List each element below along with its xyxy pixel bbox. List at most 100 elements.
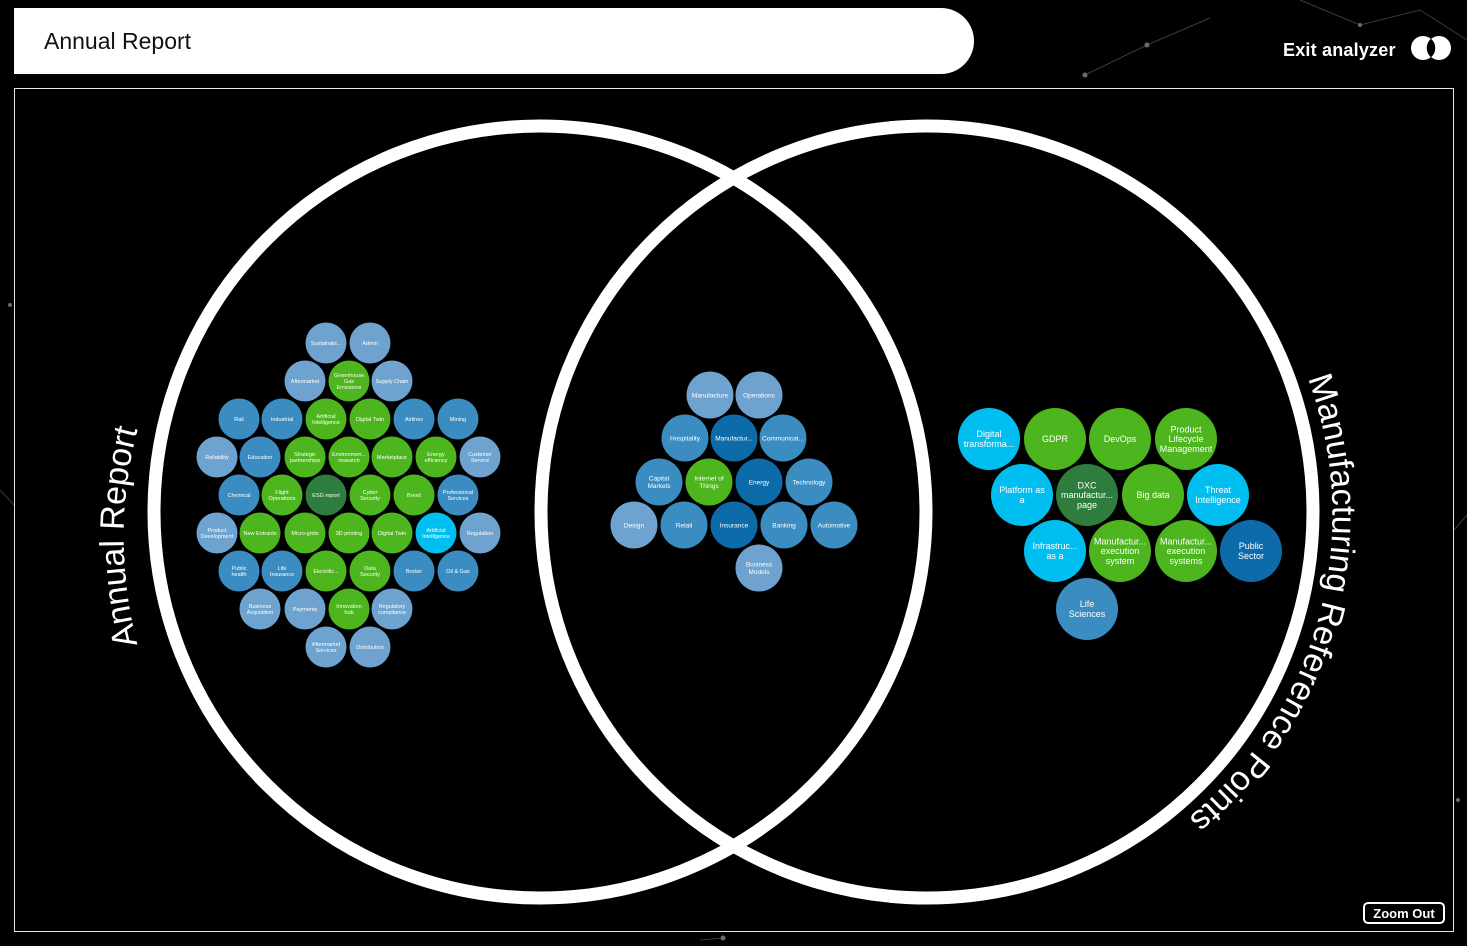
topic-bubble[interactable]: Infrastruc...as a	[1024, 520, 1086, 582]
topic-bubble[interactable]: Hospitality	[661, 414, 709, 462]
topic-bubble-label: Digital Twin	[378, 531, 406, 537]
topic-bubble[interactable]: Chemical	[218, 474, 260, 516]
topic-bubble[interactable]: Retail	[660, 501, 708, 549]
topic-bubble-circle	[328, 588, 370, 630]
topic-bubble-circle	[1187, 464, 1249, 526]
topic-bubble[interactable]: Digital Twin	[371, 512, 413, 554]
topic-bubble[interactable]: Distribution	[349, 626, 391, 668]
topic-bubble[interactable]: Automotive	[810, 501, 858, 549]
exit-analyzer-button[interactable]: Exit analyzer	[1283, 34, 1452, 66]
topic-bubble-circle	[305, 550, 347, 592]
topic-bubble[interactable]: Technology	[785, 458, 833, 506]
topic-bubble[interactable]: Banking	[760, 501, 808, 549]
topic-bubble-label: Brexit	[407, 493, 422, 499]
topic-bubble-circle	[261, 398, 303, 440]
topic-bubble[interactable]: Digital Twin	[349, 398, 391, 440]
zoom-out-button[interactable]: Zoom Out	[1363, 902, 1445, 924]
topic-bubble[interactable]: Industrial	[261, 398, 303, 440]
topic-bubble-circle	[349, 626, 391, 668]
topic-bubble-circle	[393, 474, 435, 516]
topic-bubble[interactable]: Reliability	[196, 436, 238, 478]
topic-bubble-circle	[437, 474, 479, 516]
topic-bubble[interactable]: Payments	[284, 588, 326, 630]
topic-bubble[interactable]: ESG report	[305, 474, 347, 516]
topic-bubble-circle	[284, 360, 326, 402]
topic-bubble-circle	[635, 458, 683, 506]
topic-bubble[interactable]: Marketplace	[371, 436, 413, 478]
topic-bubble[interactable]: Broker	[393, 550, 435, 592]
topic-bubble[interactable]: GDPR	[1024, 408, 1086, 470]
topic-bubble[interactable]: New Entrants	[239, 512, 281, 554]
topic-bubble[interactable]: Airlines	[393, 398, 435, 440]
topic-bubble[interactable]: Education	[239, 436, 281, 478]
topic-bubble-label: Hospitality	[670, 435, 701, 442]
topic-bubble[interactable]: Energy	[735, 458, 783, 506]
topic-bubble[interactable]: Brexit	[393, 474, 435, 516]
topic-bubble[interactable]: Design	[610, 501, 658, 549]
topic-bubble[interactable]: Manufacture	[686, 371, 734, 419]
topic-bubble-circle	[1056, 578, 1118, 640]
topic-bubble[interactable]: Rail	[218, 398, 260, 440]
topic-bubble-circle	[759, 414, 807, 462]
topic-bubble-circle	[305, 474, 347, 516]
topic-bubble[interactable]: Communicat...	[759, 414, 807, 462]
topic-bubble[interactable]: Admin	[349, 322, 391, 364]
topic-bubble[interactable]: Aftermarket	[284, 360, 326, 402]
left-set-circle	[147, 119, 933, 905]
topic-bubble-label: Education	[248, 455, 272, 461]
topic-bubble[interactable]: Manufactur...	[710, 414, 758, 462]
topic-bubble[interactable]: Micro-grids	[284, 512, 326, 554]
topic-bubble-circle	[284, 512, 326, 554]
topic-bubble[interactable]: Electrific...	[305, 550, 347, 592]
topic-bubble-label: Payments	[293, 607, 318, 613]
topic-bubble-label: Marketplace	[377, 455, 407, 461]
topic-bubble[interactable]: Environmen...research	[328, 436, 370, 478]
topic-bubble-circle	[1056, 464, 1118, 526]
topic-bubble[interactable]: Regulation	[459, 512, 501, 554]
topic-bubble[interactable]: Operations	[735, 371, 783, 419]
topic-bubble-label: DevOps	[1104, 434, 1137, 444]
topic-bubble[interactable]: Supply Chain	[371, 360, 413, 402]
topic-bubble[interactable]: Oil & Gas	[437, 550, 479, 592]
topic-bubble[interactable]: Sustainabi...	[305, 322, 347, 364]
topic-bubble[interactable]: Insurance	[710, 501, 758, 549]
topic-bubble[interactable]: Big data	[1122, 464, 1184, 526]
topic-bubble[interactable]: DevOps	[1089, 408, 1151, 470]
topic-bubble[interactable]: 3D printing	[328, 512, 370, 554]
topic-bubble[interactable]: Mining	[437, 398, 479, 440]
topic-bubble-label: GDPR	[1042, 434, 1069, 444]
